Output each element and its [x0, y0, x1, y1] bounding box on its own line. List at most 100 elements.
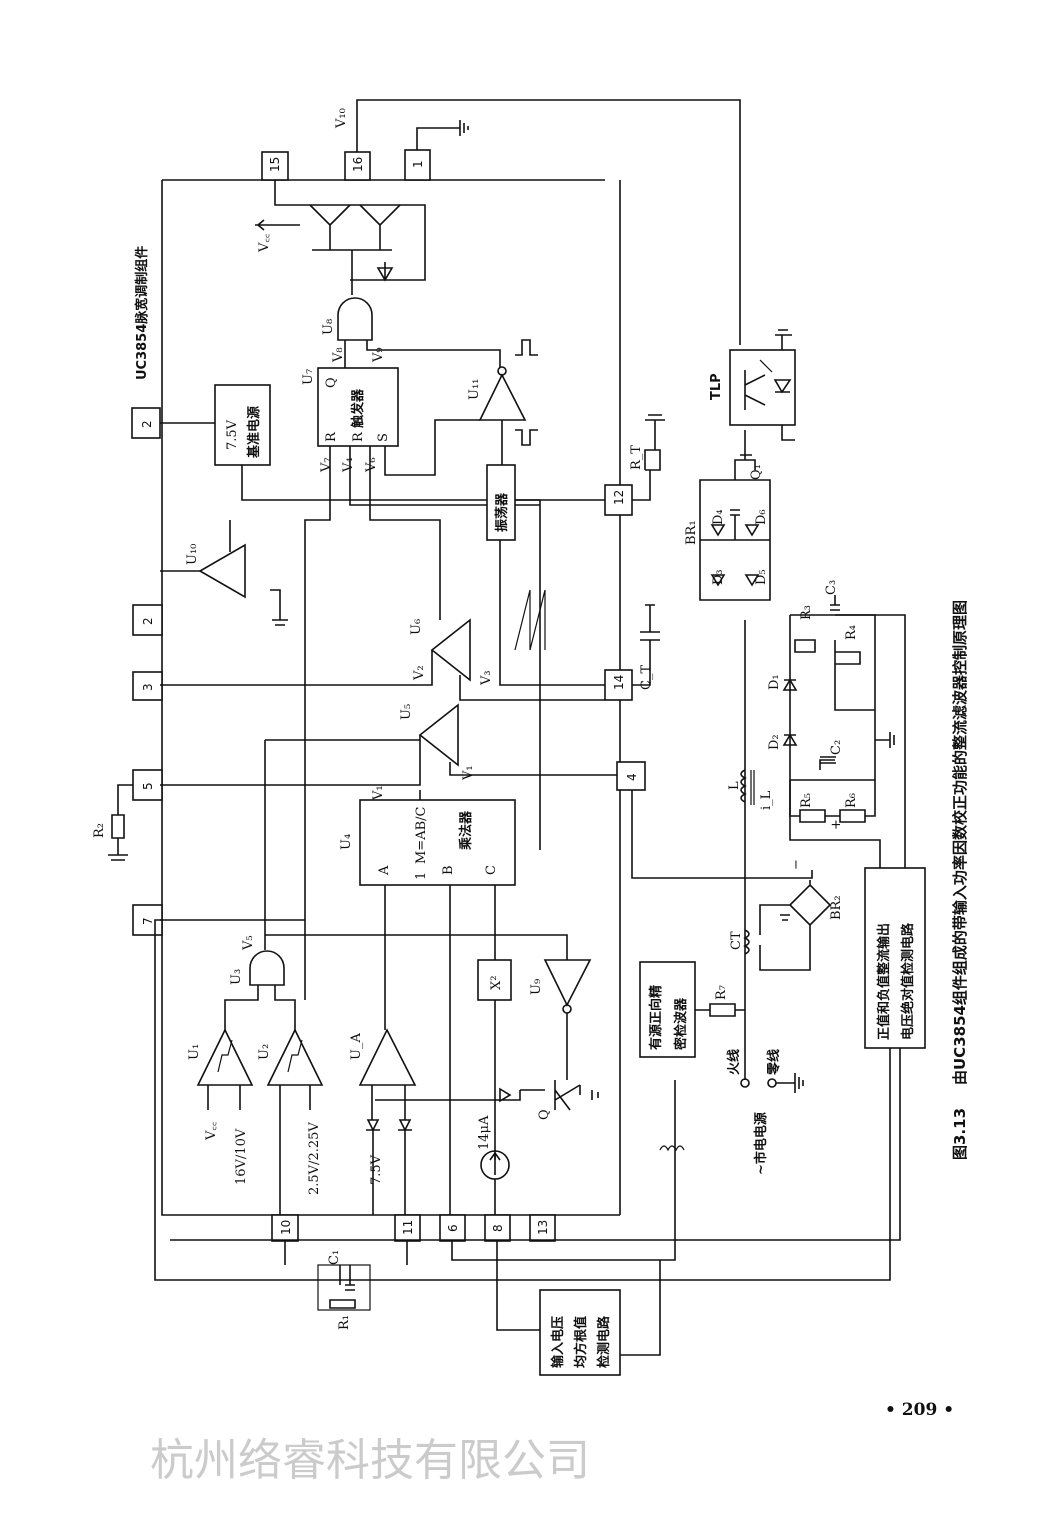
label-r2: R₂	[92, 823, 107, 838]
pins: 15 16 1 2 2 3 5 7 10 11 6 8 13 12 14 4	[131, 149, 646, 1242]
label-q: Q	[537, 1109, 552, 1120]
pin-11: 11	[401, 1220, 415, 1235]
rms-detector-block: 输入电压 均方根值 检测电路	[539, 1289, 621, 1376]
label-14ua: 14μA	[477, 1115, 492, 1150]
label-v8: V₈	[331, 347, 346, 363]
label-br2: BR₂	[829, 895, 844, 920]
label-u1: U₁	[187, 1044, 202, 1060]
pin-16: 16	[351, 157, 365, 172]
label-v7: V₇	[319, 457, 334, 473]
pin-6: 6	[446, 1224, 460, 1232]
label-u2-threshold: 2.5V/2.25V	[307, 1122, 322, 1195]
label-v9: V₉	[371, 347, 386, 363]
ic-boundary	[161, 179, 621, 1216]
ff-r1: R	[324, 431, 339, 442]
label-rt: R_T	[629, 445, 644, 470]
label-u2: U₂	[257, 1044, 272, 1060]
label-u3: U₃	[229, 969, 244, 985]
comparator-u6: U₆ V₂ V₃ C_T	[160, 604, 660, 701]
pin-2b: 2	[141, 617, 155, 625]
ff-label: 触发器	[350, 388, 366, 429]
label-v5: V₅	[241, 935, 256, 951]
figure-number: 图3.13	[951, 1108, 969, 1160]
pin-3: 3	[141, 683, 155, 691]
label-q1: Q₁	[749, 464, 764, 480]
label-d1: D₁	[767, 674, 782, 690]
amplifier-u5: U₅ V₁	[160, 703, 617, 950]
mult-label: 乘法器	[458, 810, 474, 851]
label-v3: V₃	[479, 670, 494, 686]
pin-7: 7	[141, 917, 155, 925]
label-vcc-top: V꜀꜀	[257, 234, 272, 253]
peak-line2: 密检波器	[673, 997, 689, 1051]
multiplier-u4: A 1 M=AB/C B 乘法器 C U₄ V₁	[339, 785, 516, 1215]
abs-detector-block: 正值和负值整流输出 电压绝对值检测电路	[789, 614, 926, 1049]
label-mains: ~市电电源	[753, 1112, 769, 1175]
pin-4: 4	[625, 773, 639, 781]
resistor-r2: R₂	[92, 784, 133, 861]
oscillator: 振荡器 R_T	[486, 414, 665, 850]
bridge-br1: BR₁ D₃ D₄ D₅ D₆	[684, 479, 771, 601]
sensing-network: R₃ R₄ C₃ D₁ D₂ C₂ R₅ R₆ + −	[767, 580, 895, 870]
label-br1: BR₁	[684, 520, 699, 545]
pin-5: 5	[141, 782, 155, 790]
label-neutral: 零线	[766, 1049, 782, 1076]
flipflop-u7: Q 触发器 R R S U₇ V₇ V₄ V₆	[301, 367, 540, 1000]
label-r7: R₇	[714, 985, 729, 1000]
label-v2: V₂	[412, 665, 427, 681]
label-v4: V₄	[341, 457, 356, 473]
label-d2: D₂	[767, 734, 782, 750]
ff-q: Q	[324, 377, 339, 388]
and-gate-u8: U₈ V₈ V₉	[321, 297, 501, 368]
label-d5: D₅	[754, 569, 769, 585]
label-c1: C₁	[327, 1250, 342, 1265]
label-c2: C₂	[829, 740, 844, 755]
and-gate-u3: U₃ V₅	[224, 935, 296, 1030]
osc-label: 振荡器	[494, 492, 510, 532]
peak-detector-block: 有源正向精 密检波器 R₇	[639, 961, 745, 1058]
label-live: 火线	[726, 1049, 742, 1075]
label-u5: U₅	[399, 704, 414, 720]
ic-title: UC3854脉宽调制组件	[134, 246, 150, 380]
label-minus: −	[789, 859, 804, 870]
pin-10: 10	[279, 1220, 293, 1235]
label-u1-threshold: 16V/10V	[234, 1128, 249, 1185]
label-r1: R₁	[337, 1315, 352, 1330]
label-u8: U₈	[321, 319, 336, 335]
label-il: i_L	[759, 790, 774, 810]
label-u9: U₉	[529, 979, 544, 995]
mult-c: C	[484, 865, 499, 875]
mult-a: A	[377, 865, 392, 876]
label-u6: U₆	[409, 619, 424, 635]
bottom-external: C₁ R₁	[154, 890, 901, 1356]
square-label: X²	[489, 976, 504, 990]
inverter-u9: U₉ Q	[265, 934, 599, 1120]
ff-r2: R	[351, 431, 366, 442]
pin-8: 8	[491, 1224, 505, 1232]
pin-13: 13	[536, 1220, 550, 1235]
current-source: 14μA	[477, 1115, 510, 1215]
abs-line2: 电压绝对值检测电路	[900, 922, 916, 1040]
label-vcc-u1: V꜀꜀	[204, 1122, 219, 1141]
pin-14: 14	[612, 675, 626, 690]
tlp-label: TLP	[709, 373, 724, 400]
label-r4: R₄	[844, 625, 859, 640]
label-plus: +	[829, 819, 844, 830]
rms-line2: 均方根值	[573, 1316, 589, 1368]
label-v6: V₆	[364, 457, 379, 473]
optocoupler-tlp: Q₁ TLP	[709, 329, 796, 480]
mult-formula: M=AB/C	[414, 806, 429, 864]
label-d3: D₃	[711, 569, 726, 585]
ref-voltage: 7.5V	[225, 419, 240, 450]
label-ua: U_A	[349, 1033, 364, 1060]
comparators: U₁ U₂ U_A V꜀꜀ 16V/10V 2.5V/2.25V 7.5V	[187, 1028, 417, 1215]
label-ct-cap: C_T	[639, 665, 654, 690]
label-c3: C₃	[824, 580, 839, 595]
label-v10: V₁₀	[334, 108, 349, 129]
label-ct: CT	[729, 931, 744, 950]
amplifier-u10: U₁₀	[160, 520, 288, 626]
mains-input: 火线 零线 ~市电电源 L i_L CT BR₂	[631, 620, 844, 1175]
rms-line3: 检测电路	[596, 1315, 612, 1368]
pin-15: 15	[268, 157, 282, 172]
